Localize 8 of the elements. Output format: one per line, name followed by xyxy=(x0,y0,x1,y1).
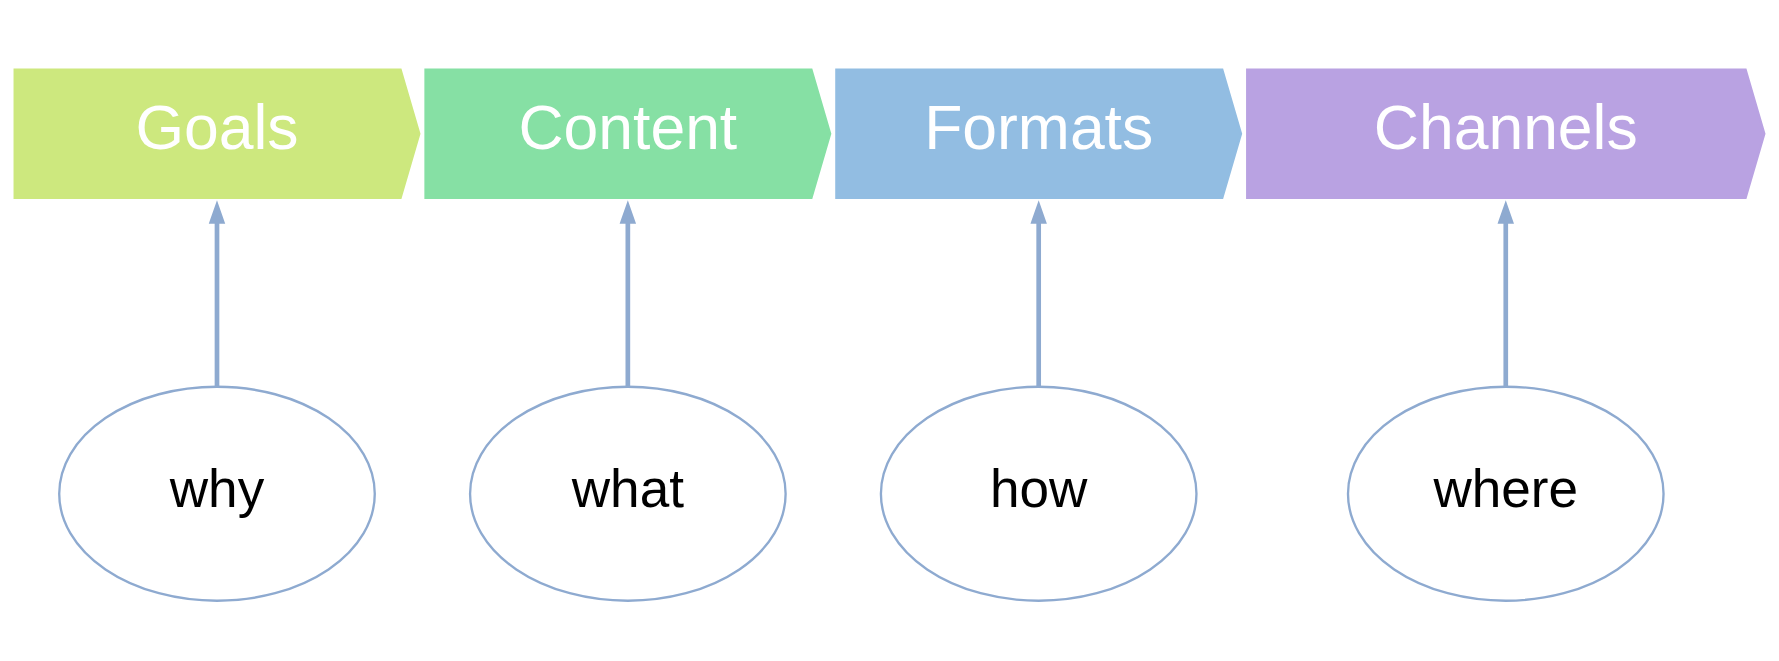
arrow xyxy=(619,200,637,387)
node-ellipse: how xyxy=(879,385,1198,602)
arrow xyxy=(1497,200,1514,387)
node-ellipse: why xyxy=(58,385,376,602)
arrow xyxy=(208,200,226,387)
arrow xyxy=(1030,200,1047,387)
node-ellipse: where xyxy=(1346,385,1665,602)
node-ellipse: what xyxy=(468,385,787,602)
